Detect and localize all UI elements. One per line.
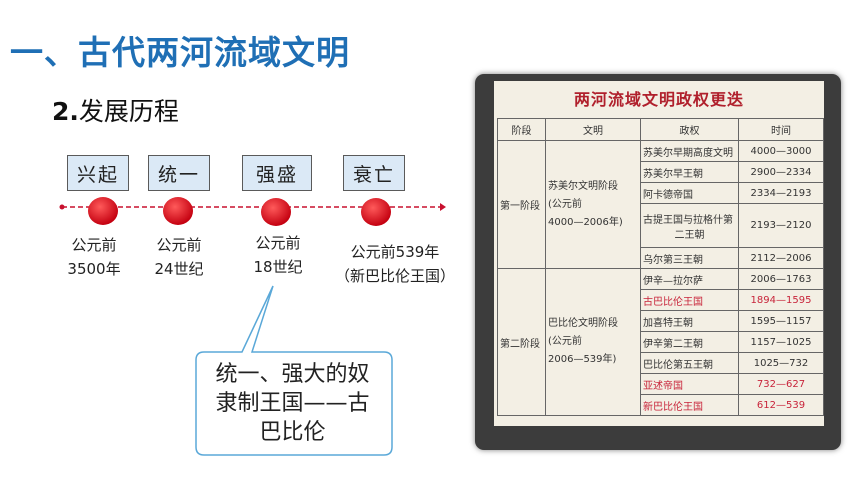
callout-line2: 隶制王国——古	[215, 391, 370, 416]
header-phase: 阶段	[497, 118, 546, 141]
timeline-arrow-head	[440, 203, 446, 211]
stage-label-rise: 兴起	[67, 155, 129, 191]
table-row: 古提王国与拉格什第 二王朝 2193—2120	[498, 203, 824, 248]
regime-cell: 伊辛—拉尔萨	[640, 268, 739, 290]
time-cell: 1157—1025	[738, 331, 824, 353]
date-rise: 公元前 3500年	[58, 233, 130, 281]
regime-line2: 二王朝	[674, 229, 705, 241]
civ1-line2: (公元前	[548, 198, 582, 210]
table-row: 新巴比伦王国 612—539	[498, 394, 824, 416]
regime-cell: 苏美尔早王朝	[640, 161, 739, 183]
time-cell: 2006—1763	[738, 268, 824, 290]
stage-label-peak: 强盛	[242, 155, 312, 191]
date-rise-line1: 公元前	[71, 236, 117, 254]
time-cell: 1595—1157	[738, 310, 824, 332]
callout-line3: 巴比伦	[259, 420, 326, 445]
time-cell-highlight: 732—627	[738, 373, 824, 395]
date-peak-line1: 公元前	[255, 234, 301, 252]
regime-cell: 乌尔第三王朝	[640, 247, 739, 269]
time-cell: 4000—3000	[738, 140, 824, 162]
subtitle-text: 发展历程	[78, 97, 179, 126]
table-row: 第二阶段 巴比伦文明阶段 (公元前 2006—539年) 伊辛—拉尔萨 2006…	[497, 268, 824, 416]
date-peak-line2: 18世纪	[253, 258, 303, 276]
timeline-dot-unify	[163, 197, 193, 225]
regime-cell: 苏美尔早期高度文明	[640, 140, 739, 162]
time-cell: 2112—2006	[738, 247, 824, 269]
table-row: 乌尔第三王朝 2112—2006	[498, 247, 824, 269]
date-decline-line2: （新巴比伦王国）	[334, 267, 455, 285]
table-row: 古巴比伦王国 1894—1595	[498, 289, 824, 311]
phase-cell: 第二阶段	[497, 268, 546, 416]
civ1-line1: 苏美尔文明阶段	[548, 180, 618, 192]
time-cell-highlight: 1894—1595	[738, 289, 824, 311]
regime-cell: 加喜特王朝	[640, 310, 739, 332]
civ2-line2: (公元前	[548, 336, 582, 347]
date-peak: 公元前 18世纪	[242, 231, 314, 279]
subtitle-number: 2.	[52, 97, 79, 126]
regime-cell-highlight: 古巴比伦王国	[640, 289, 739, 311]
time-cell: 1025—732	[738, 352, 824, 374]
time-cell: 2900—2334	[738, 161, 824, 183]
regime-cell: 阿卡德帝国	[640, 182, 739, 204]
regime-cell-highlight: 新巴比伦王国	[640, 394, 739, 416]
date-unify-line1: 公元前	[156, 236, 202, 254]
callout-text: 统一、强大的奴 隶制王国——古 巴比伦	[196, 360, 389, 447]
stage-label-decline: 衰亡	[343, 155, 405, 191]
date-decline: 公元前539年 （新巴比伦王国）	[322, 240, 468, 288]
stage-label-unify: 统一	[148, 155, 210, 191]
table-row: 伊辛第二王朝 1157—1025	[498, 331, 824, 353]
civ2-line1: 巴比伦文明阶段	[548, 318, 618, 329]
regime-table: 阶段 文明 政权 时间 第一阶段 苏美尔文明阶段 (公元前 4000—2006年…	[497, 118, 824, 416]
table-title: 两河流域文明政权更迭	[573, 90, 744, 109]
time-cell: 2334—2193	[738, 182, 824, 204]
table-row: 巴比伦第五王朝 1025—732	[498, 352, 824, 374]
slide-title: 一、古代两河流域文明	[10, 33, 350, 72]
phase-cell: 第一阶段	[497, 140, 546, 269]
civ2-line3: 2006—539年)	[548, 354, 617, 365]
table-row: 第一阶段 苏美尔文明阶段 (公元前 4000—2006年) 苏美尔早期高度文明 …	[497, 140, 824, 269]
date-unify: 公元前 24世纪	[143, 233, 215, 281]
section-subtitle: 2.发展历程	[52, 92, 179, 128]
timeline-start-point	[59, 204, 65, 210]
civilization-cell: 苏美尔文明阶段 (公元前 4000—2006年)	[545, 140, 641, 269]
regime-line1: 古提王国与拉格什第	[643, 214, 733, 226]
header-time: 时间	[738, 118, 824, 141]
timeline-dot-rise	[88, 197, 118, 225]
callout-line1: 统一、强大的奴	[215, 362, 370, 387]
date-unify-line2: 24世纪	[154, 260, 204, 278]
civ1-line3: 4000—2006年)	[548, 216, 623, 228]
regime-cell-highlight: 亚述帝国	[640, 373, 739, 395]
time-cell: 2193—2120	[738, 203, 824, 248]
timeline-dot-peak	[261, 198, 291, 226]
table-row: 阿卡德帝国 2334—2193	[498, 182, 824, 204]
header-civilization: 文明	[545, 118, 641, 141]
regime-cell: 巴比伦第五王朝	[640, 352, 739, 374]
date-decline-line1: 公元前539年	[350, 243, 440, 261]
date-rise-line2: 3500年	[67, 260, 121, 278]
regime-cell: 古提王国与拉格什第 二王朝	[640, 203, 739, 248]
civilization-cell: 巴比伦文明阶段 (公元前 2006—539年)	[545, 268, 641, 416]
timeline-dot-decline	[361, 198, 391, 226]
regime-cell: 伊辛第二王朝	[640, 331, 739, 353]
header-regime: 政权	[640, 118, 739, 141]
time-cell-highlight: 612—539	[738, 394, 824, 416]
